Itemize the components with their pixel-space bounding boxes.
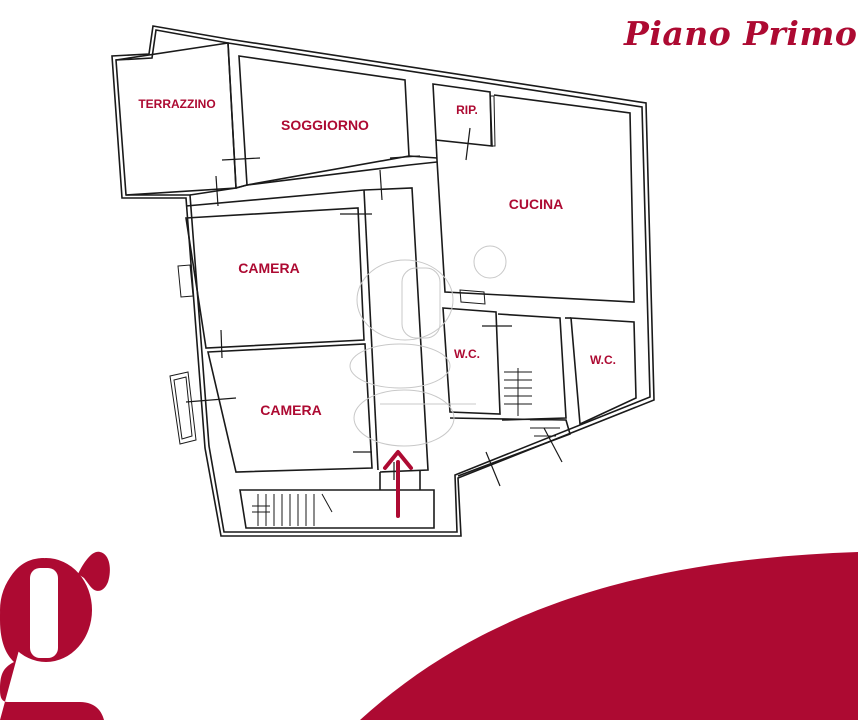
- entrance-arrow-icon: [383, 450, 413, 518]
- page-title: Piano Primo: [624, 14, 858, 53]
- room-label-wc-1: W.C.: [454, 347, 480, 361]
- room-label-camera-1: CAMERA: [238, 260, 300, 276]
- room-label-soggiorno: SOGGIORNO: [281, 117, 369, 133]
- room-label-wc-2: W.C.: [590, 353, 616, 367]
- g-logo-watermark: [349, 245, 507, 447]
- room-label-terrazzino: TERRAZZINO: [138, 97, 216, 111]
- room-label-rip: RIP.: [456, 103, 478, 117]
- brand-wave-shape: [360, 552, 858, 720]
- room-label-camera-2: CAMERA: [260, 402, 322, 418]
- room-label-cucina: CUCINA: [508, 196, 564, 212]
